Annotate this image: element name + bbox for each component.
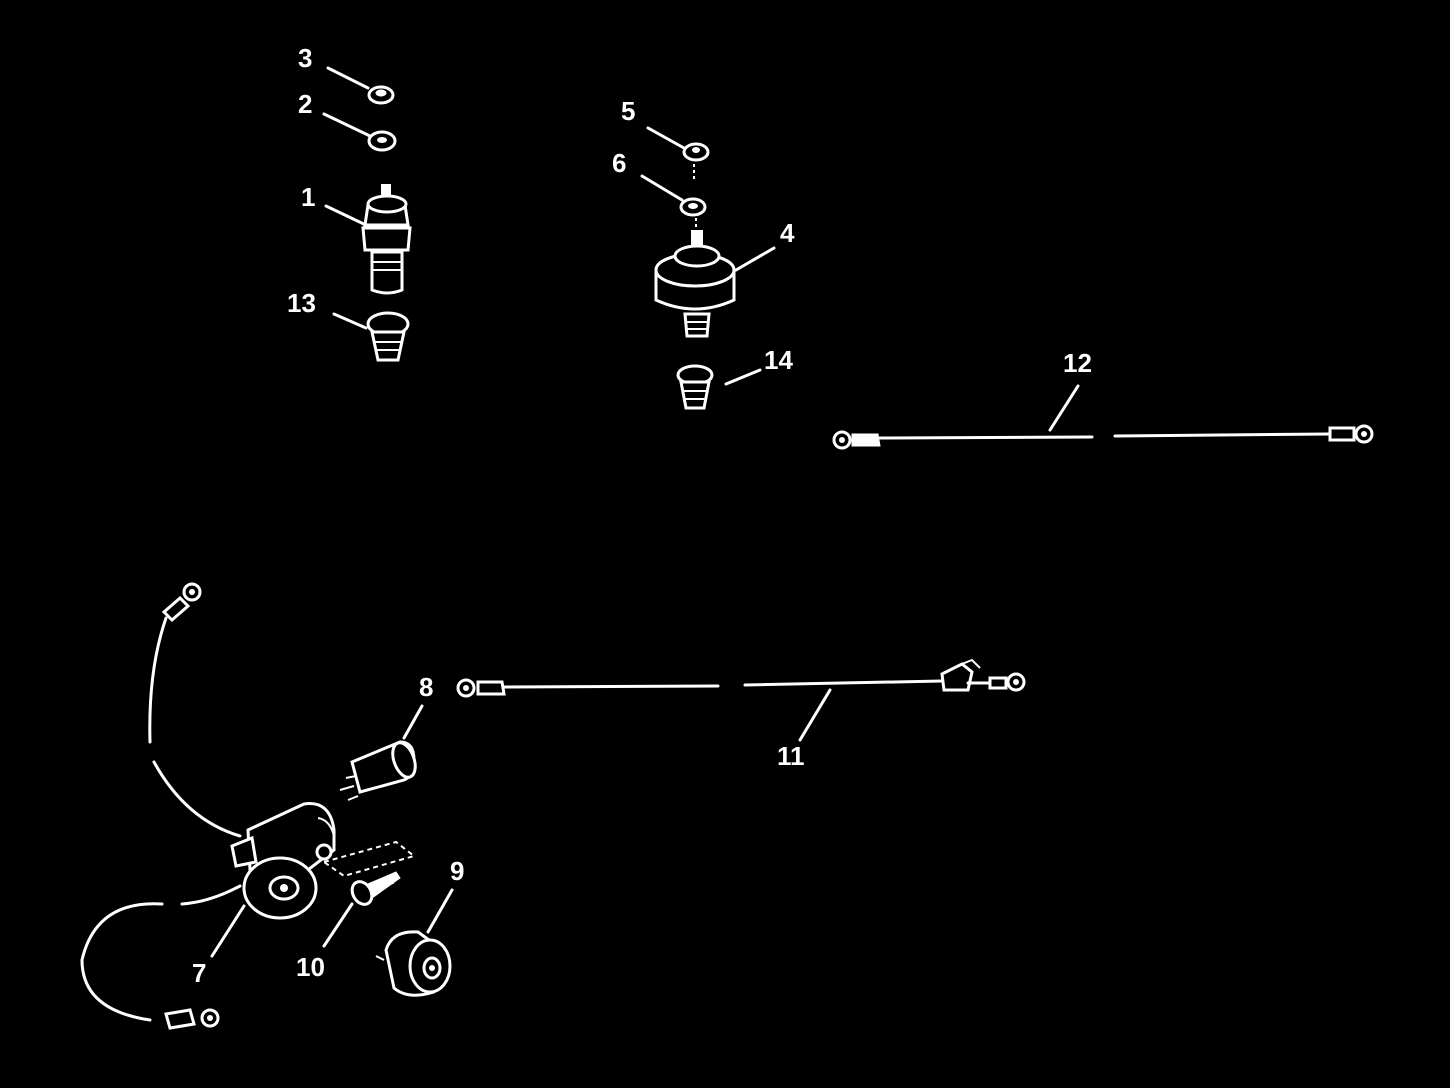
callout-7: 7	[192, 958, 206, 988]
part-1-sender	[361, 184, 412, 295]
part-2-washer	[367, 130, 397, 152]
part-14-plug	[676, 364, 714, 410]
part-11-wire-lead	[456, 658, 1026, 698]
part-12-ground-wire	[832, 424, 1374, 450]
part-5-nut	[682, 142, 710, 162]
callout-9: 9	[450, 856, 464, 886]
part-10-screw	[350, 871, 401, 906]
callout-labels: 3 2 1 13 5 6 4 14 12 8 11 9 10 7	[192, 43, 1092, 988]
part-13-plug	[366, 311, 410, 362]
callout-13: 13	[287, 288, 316, 318]
part-4-pressure-switch	[654, 230, 736, 338]
callout-10: 10	[296, 952, 325, 982]
leader-lines	[210, 66, 1080, 958]
callout-12: 12	[1063, 348, 1092, 378]
callout-8: 8	[419, 672, 433, 702]
part-8-connector	[339, 740, 417, 801]
callout-5: 5	[621, 96, 635, 126]
callout-14: 14	[764, 345, 793, 375]
assembly-line	[321, 840, 417, 878]
part-3-nut	[367, 85, 395, 105]
callout-4: 4	[780, 218, 795, 248]
callout-11: 11	[777, 741, 805, 771]
callout-1: 1	[301, 182, 315, 212]
callout-6: 6	[612, 148, 626, 178]
part-9-cap	[375, 930, 452, 997]
callout-2: 2	[298, 89, 312, 119]
part-6-washer	[679, 197, 707, 217]
part-7-horn	[80, 582, 336, 1030]
callout-3: 3	[298, 43, 312, 73]
